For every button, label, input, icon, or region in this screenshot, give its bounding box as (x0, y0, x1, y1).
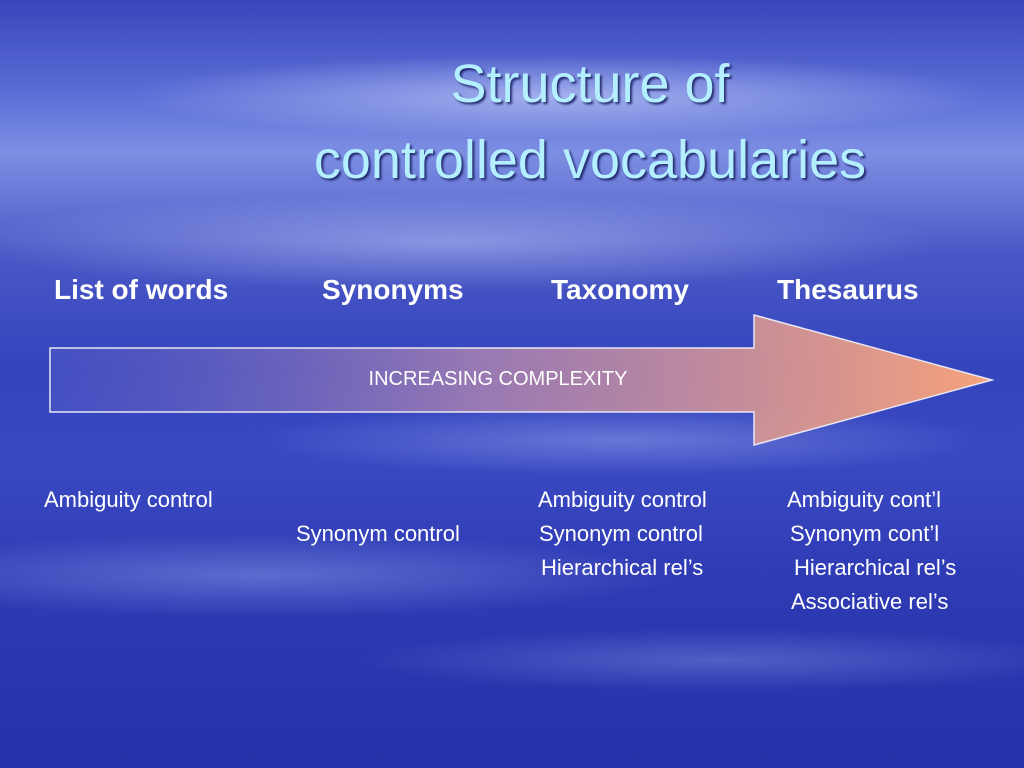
title-line-1: Structure of (450, 54, 730, 114)
complexity-arrow (49, 314, 994, 446)
feature-synonyms-synonym: Synonym control (296, 521, 460, 546)
feature-taxonomy-synonym: Synonym control (539, 521, 703, 546)
feature-list-ambiguity: Ambiguity control (44, 487, 213, 512)
feature-thesaurus-associative: Associative rel’s (791, 589, 949, 614)
stage-taxonomy: Taxonomy (551, 274, 689, 305)
feature-thesaurus-ambiguity: Ambiguity cont’l (787, 487, 942, 512)
slide-title: Structure of controlled vocabularies (240, 46, 940, 198)
stage-synonyms: Synonyms (322, 274, 464, 305)
stage-thesaurus: Thesaurus (777, 274, 919, 305)
title-line-2: controlled vocabularies (313, 130, 867, 190)
feature-thesaurus-hierarchical: Hierarchical rel’s (794, 555, 957, 580)
arrow-label: INCREASING COMPLEXITY (368, 368, 628, 390)
feature-taxonomy-hierarchical: Hierarchical rel’s (541, 555, 704, 580)
stage-list-of-words: List of words (54, 274, 229, 305)
feature-thesaurus-synonym: Synonym cont’l (790, 521, 940, 546)
feature-taxonomy-ambiguity: Ambiguity control (538, 487, 707, 512)
arrow-shape (49, 314, 994, 446)
